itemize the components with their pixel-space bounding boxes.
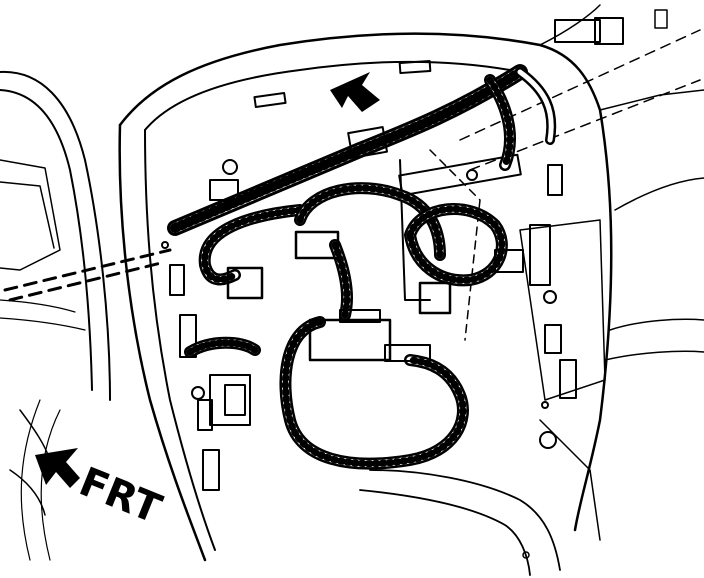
connector-left <box>226 266 264 300</box>
frt-arrow-icon <box>35 448 80 488</box>
left-door-frame <box>0 70 111 401</box>
defroster-vents <box>253 9 668 109</box>
instrument-panel-frame <box>118 4 704 562</box>
figure-mark <box>522 551 530 559</box>
lower-panel <box>20 219 606 576</box>
connectors <box>209 126 524 426</box>
connector-upper-mid <box>294 230 340 260</box>
frt-indicator: FRT <box>9 409 168 533</box>
connector-large-block <box>308 318 392 362</box>
frt-label: FRT <box>73 459 168 533</box>
connector-right <box>418 281 452 315</box>
direction-arrow-top <box>330 72 380 112</box>
connector-lower-left <box>209 374 251 426</box>
harness-branches <box>184 182 508 470</box>
harness-main-trunk <box>167 64 557 236</box>
